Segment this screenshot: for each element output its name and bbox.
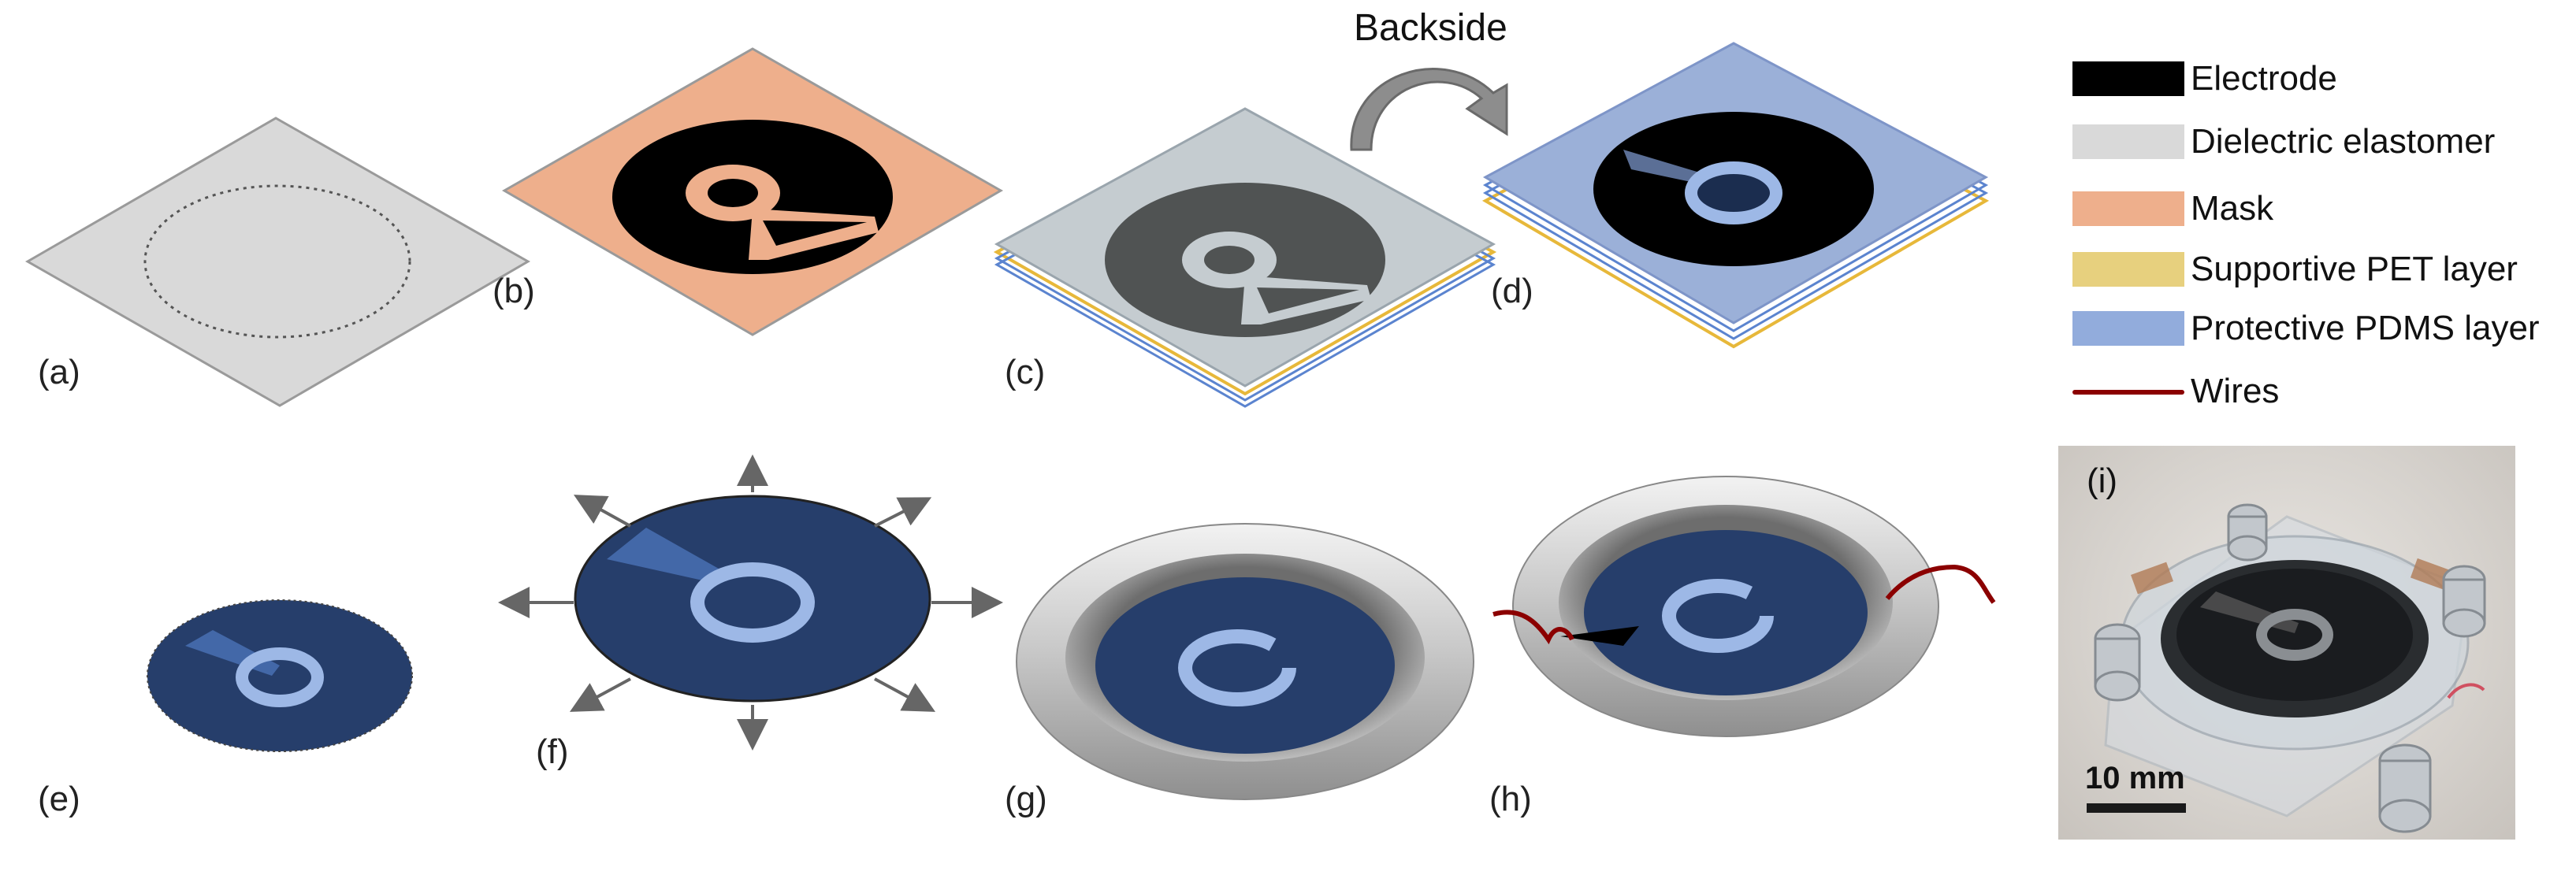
scale-bar	[2087, 803, 2186, 813]
legend-label: Wires	[2191, 372, 2280, 410]
legend-label: Supportive PET layer	[2191, 250, 2518, 288]
device-illustration	[2094, 503, 2486, 833]
legend-swatch-supportive-pet	[2072, 252, 2184, 287]
panel-label-d: (d)	[1491, 272, 1533, 310]
legend-label: Protective PDMS layer	[2191, 309, 2540, 347]
panel-g-framed-disk	[1016, 523, 1474, 800]
backside-flip-arrow	[1350, 68, 1508, 151]
legend-label: Mask	[2191, 189, 2274, 228]
legend-swatch-mask	[2072, 191, 2184, 226]
scale-bar-label: 10 mm	[2085, 761, 2185, 795]
panel-d-flipped-stack	[1481, 42, 1990, 349]
legend-swatch-protective-pdms	[2072, 311, 2184, 346]
panel-label-i: (i)	[2087, 462, 2118, 500]
panel-label-a: (a)	[38, 353, 80, 391]
legend-swatch-wires	[2072, 390, 2184, 395]
panel-label-g: (g)	[1005, 780, 1047, 818]
panel-e-small-disk	[147, 599, 413, 752]
legend-swatch-electrode	[2072, 61, 2184, 96]
panel-f-stretched-disk	[498, 454, 1003, 751]
panel-c-layer-stack	[993, 107, 1497, 408]
panel-a-dielectric-sheet	[24, 117, 531, 407]
legend-label: Dielectric elastomer	[2191, 122, 2496, 161]
panel-label-c: (c)	[1005, 353, 1046, 391]
legend-swatch-dielectric-elastomer	[2072, 124, 2184, 159]
panel-label-h: (h)	[1489, 780, 1532, 818]
legend-label: Electrode	[2191, 59, 2337, 98]
backside-label: Backside	[1354, 7, 1507, 49]
device-photo: (i) 10 mm	[2058, 446, 2515, 840]
panel-b-mask-electrode	[501, 47, 1004, 336]
panel-label-e: (e)	[38, 780, 80, 818]
panel-label-f: (f)	[536, 732, 569, 771]
panel-label-b: (b)	[493, 272, 535, 310]
panel-h-wired-device	[1492, 476, 1996, 737]
